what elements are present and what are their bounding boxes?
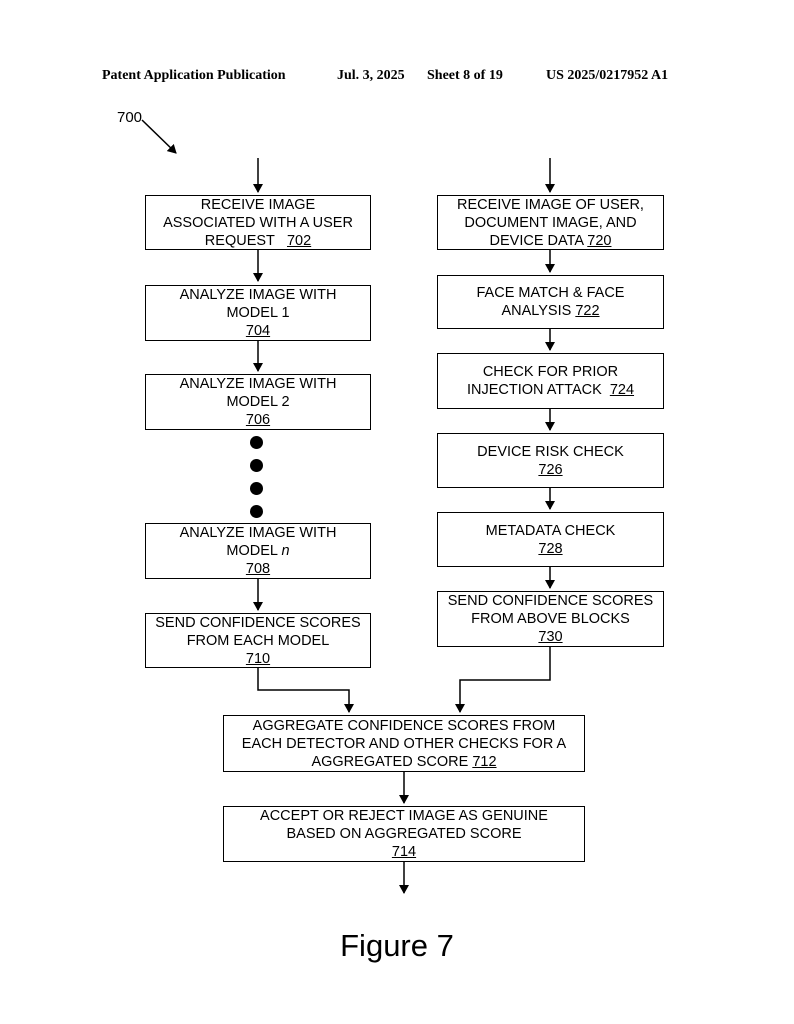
box-702-line2: ASSOCIATED WITH A USER [163, 214, 353, 231]
box-730-ref: 730 [538, 629, 563, 645]
box-714-line2: BASED ON AGGREGATED SCORE [286, 826, 522, 842]
header-publication: Patent Application Publication [102, 68, 286, 83]
box-728: METADATA CHECK 728 [437, 512, 664, 567]
box-714-line1: ACCEPT OR REJECT IMAGE AS GENUINE [260, 808, 548, 824]
ellipsis-dot-2 [250, 459, 263, 472]
header-date: Jul. 3, 2025 [337, 68, 405, 83]
box-712-line1: AGGREGATE CONFIDENCE SCORES FROM [252, 717, 556, 734]
box-724-ref: 724 [609, 382, 635, 398]
box-710-line2: FROM EACH MODEL [186, 632, 330, 649]
box-708-line2: MODEL [226, 543, 278, 559]
box-714: ACCEPT OR REJECT IMAGE AS GENUINE BASED … [223, 806, 585, 862]
box-726: DEVICE RISK CHECK 726 [437, 433, 664, 488]
box-720-ref: 720 [587, 232, 612, 249]
box-706: ANALYZE IMAGE WITH MODEL 2 706 [145, 374, 371, 430]
box-708-line2-italic: n [281, 543, 290, 559]
box-712: AGGREGATE CONFIDENCE SCORES FROM EACH DE… [223, 715, 585, 772]
box-730-line2: FROM ABOVE BLOCKS [471, 611, 630, 627]
box-730-line1: SEND CONFIDENCE SCORES [447, 593, 654, 609]
box-706-line2: MODEL 2 [226, 394, 290, 410]
box-722-ref: 722 [575, 303, 600, 319]
box-710-line1: SEND CONFIDENCE SCORES [155, 614, 361, 631]
ref-pointer-arrow [141, 119, 177, 154]
box-728-line1: METADATA CHECK [485, 522, 616, 539]
box-706-ref: 706 [245, 412, 271, 428]
box-712-line3: AGGREGATED SCORE [311, 753, 469, 770]
box-722: FACE MATCH & FACE ANALYSIS 722 [437, 275, 664, 329]
box-730: SEND CONFIDENCE SCORES FROM ABOVE BLOCKS… [437, 591, 664, 647]
box-720: RECEIVE IMAGE OF USER, DOCUMENT IMAGE, A… [437, 195, 664, 250]
box-702-ref: 702 [286, 232, 312, 249]
figure-reference-700: 700 [117, 109, 143, 126]
box-710-ref: 710 [245, 650, 271, 667]
header-sheet: Sheet 8 of 19 [427, 68, 503, 83]
ellipsis-dot-1 [250, 436, 263, 449]
figure-caption: Figure 7 [340, 928, 454, 963]
box-704: ANALYZE IMAGE WITH MODEL 1 704 [145, 285, 371, 341]
box-708: ANALYZE IMAGE WITH MODEL n 708 [145, 523, 371, 579]
box-706-line1: ANALYZE IMAGE WITH [179, 376, 337, 392]
box-720-line2: DOCUMENT IMAGE, AND [464, 214, 637, 231]
arrow-710-712 [257, 668, 354, 713]
box-726-line1: DEVICE RISK CHECK [477, 443, 624, 460]
box-724-line2: INJECTION ATTACK [466, 382, 602, 398]
box-726-ref: 726 [538, 461, 563, 478]
box-722-line2: ANALYSIS [501, 303, 572, 319]
arrow-730-712 [455, 647, 551, 713]
ellipsis-dot-4 [250, 505, 263, 518]
box-708-ref: 708 [245, 561, 271, 577]
box-724-line1: CHECK FOR PRIOR [482, 364, 619, 380]
box-722-line1: FACE MATCH & FACE [476, 285, 625, 301]
box-704-line2: MODEL 1 [226, 305, 290, 321]
box-710: SEND CONFIDENCE SCORES FROM EACH MODEL 7… [145, 613, 371, 668]
header-number: US 2025/0217952 A1 [546, 68, 669, 83]
box-714-ref: 714 [391, 844, 417, 860]
box-724: CHECK FOR PRIOR INJECTION ATTACK 724 [437, 353, 664, 409]
ellipsis-dot-3 [250, 482, 263, 495]
box-712-ref: 712 [472, 753, 497, 770]
box-702: RECEIVE IMAGE ASSOCIATED WITH A USER REQ… [145, 195, 371, 250]
box-712-line2: EACH DETECTOR AND OTHER CHECKS FOR A [241, 735, 567, 752]
box-720-line1: RECEIVE IMAGE OF USER, [457, 196, 644, 213]
box-708-line1: ANALYZE IMAGE WITH [179, 525, 337, 541]
box-704-ref: 704 [245, 323, 271, 339]
box-702-line3: REQUEST [204, 232, 275, 249]
box-702-line1: RECEIVE IMAGE [200, 196, 316, 213]
box-720-line3: DEVICE DATA [489, 232, 584, 249]
box-704-line1: ANALYZE IMAGE WITH [179, 287, 337, 303]
box-728-ref: 728 [538, 540, 563, 557]
